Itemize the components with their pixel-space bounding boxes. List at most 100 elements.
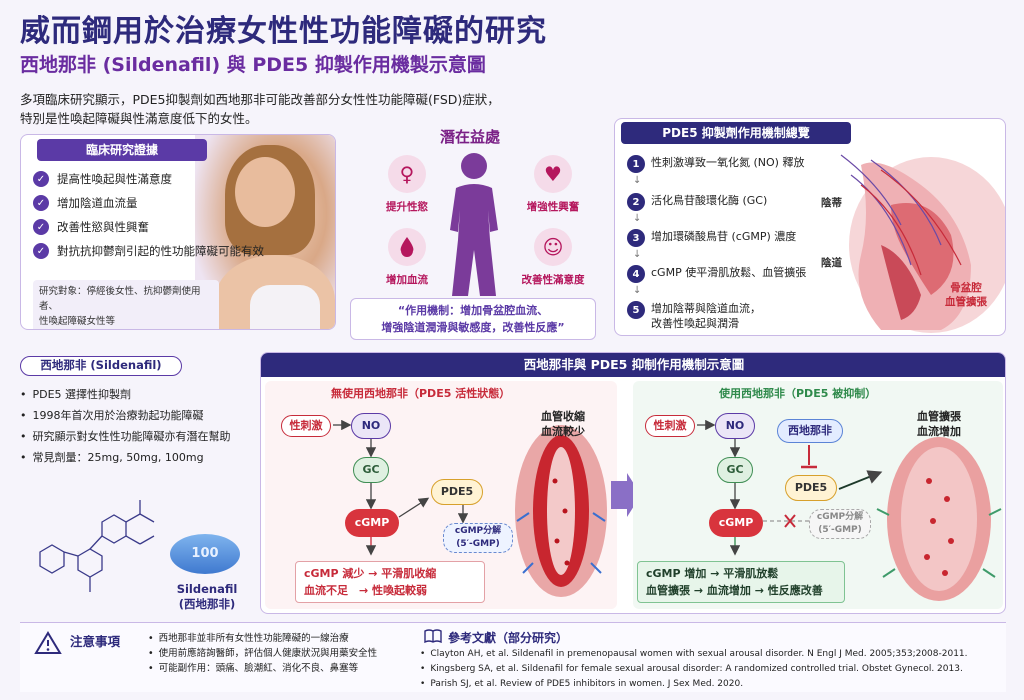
- blood-drop-icon: [388, 228, 426, 266]
- face-shape: [235, 157, 295, 227]
- mechanism-line-2: 增強陰道潤滑與敏感度，改善性反應”: [381, 321, 565, 334]
- node-pde5-inhibited: PDE5: [785, 475, 837, 501]
- left-result-box: cGMP 減少 → 平滑肌收縮 血流不足 → 性喚起較弱: [295, 561, 485, 603]
- heart-icon: ♥: [534, 155, 572, 193]
- evidence-item-label: 對抗抗抑鬱劑引起的性功能障礙可能有效: [57, 244, 264, 258]
- pelvic-label-line-2: 血管擴張: [945, 296, 987, 308]
- step-number: 4: [627, 265, 645, 283]
- list-item: 西地那非並非所有女性性功能障礙的一線治療: [148, 631, 377, 646]
- left-pathway-arrows: [333, 419, 607, 597]
- sildenafil-heading: 西地那非 (Sildenafil): [20, 356, 182, 376]
- intro-line-2: 特別是性喚起障礙與性滿意度低下的女性。: [20, 111, 258, 126]
- breakdown-line-2: (5′-GMP): [456, 539, 500, 549]
- step-text: cGMP 使平滑肌放鬆、血管擴張: [651, 266, 807, 279]
- evidence-heading: 臨床研究證據: [37, 139, 207, 161]
- node-gc: GC: [717, 457, 753, 483]
- mechanism-diagram-panel: 西地那非與 PDE5 抑制作用機制示意圖 無使用西地那非（PDE5 活性狀態） …: [260, 352, 1006, 614]
- vessel-line-1: 血管收縮: [541, 410, 585, 423]
- sildenafil-pill-icon: 100: [170, 534, 240, 574]
- list-item: Clayton AH, et al. Sildenafil in premeno…: [420, 647, 967, 662]
- references-title: 參考文獻（部分研究）: [448, 631, 569, 645]
- down-arrow-icon: ↓: [633, 175, 642, 186]
- result-line-2: 血管擴張 → 血流增加 → 性反應改善: [646, 584, 823, 597]
- vessel-line-2: 血流較少: [541, 425, 585, 438]
- benefit-satisfaction: ☺ 改善性滿意度: [508, 228, 598, 287]
- step-text: 增加環磷酸鳥苷 (cGMP) 濃度: [651, 230, 797, 243]
- node-cgmp-breakdown-blocked: cGMP分解 (5′-GMP): [809, 509, 871, 539]
- step-number: 2: [627, 193, 645, 211]
- node-pde5: PDE5: [431, 479, 483, 505]
- step-number: 5: [627, 301, 645, 319]
- right-state-title: 使用西地那非（PDE5 被抑制）: [719, 387, 877, 400]
- benefit-blood-flow: 增加血流: [362, 228, 452, 287]
- mechanism-line-1: “作用機制：增加骨盆腔血流、: [397, 304, 549, 317]
- evidence-item-label: 增加陰道血流量: [57, 196, 138, 210]
- overview-step-1: 1 性刺激導致一氧化氮 (NO) 釋放: [627, 155, 817, 173]
- vessel-dilated-label: 血管擴張 血流增加: [901, 409, 977, 439]
- benefit-label: 增強性興奮: [526, 201, 580, 213]
- step-text: 性刺激導致一氧化氮 (NO) 釋放: [651, 156, 805, 169]
- overview-step-4: 4 cGMP 使平滑肌放鬆、血管擴張: [627, 265, 817, 283]
- breakdown-line-1: cGMP分解: [454, 526, 502, 536]
- page-subtitle: 西地那非 (Sildenafil) 與 PDE5 抑製作用機製示意圖: [20, 54, 486, 76]
- check-icon: ✓: [33, 243, 49, 259]
- references-list: Clayton AH, et al. Sildenafil in premeno…: [420, 647, 968, 692]
- chemical-structure-icon: [39, 500, 155, 592]
- node-cgmp: cGMP: [709, 509, 763, 537]
- intro-line-1: 多項臨床研究顯示，PDE5抑製劑如西地那非可能改善部分女性性功能障礙(FSD)症…: [20, 92, 500, 107]
- intro-text: 多項臨床研究顯示，PDE5抑製劑如西地那非可能改善部分女性性功能障礙(FSD)症…: [20, 90, 540, 128]
- overview-heading: PDE5 抑製劑作用機制總覽: [621, 122, 851, 144]
- evidence-item-label: 改善性慾與性興奮: [57, 220, 149, 234]
- list-item: 使用前應諮詢醫師，評估個人健康狀況與用藥安全性: [148, 646, 378, 661]
- benefit-label: 改善性滿意度: [521, 274, 585, 286]
- list-item: 常見劑量：25mg, 50mg, 100mg: [20, 449, 231, 470]
- check-icon: ✓: [33, 219, 49, 235]
- list-item: Parish SJ, et al. Review of PDE5 inhibit…: [420, 677, 968, 692]
- warning-icon: [34, 631, 62, 654]
- result-line-2: 血流不足 → 性喚起較弱: [304, 584, 428, 597]
- list-item: ✓ 增加陰道血流量: [33, 191, 233, 215]
- page-title: 威而鋼用於治療女性性功能障礙的研究: [20, 14, 547, 49]
- mechanism-summary-box: “作用機制：增加骨盆腔血流、 增強陰道潤滑與敏感度，改善性反應”: [350, 298, 596, 340]
- benefit-label: 增加血流: [386, 274, 428, 286]
- note-line-1: 研究對象：停經後女性、抗抑鬱劑使用者、: [39, 286, 201, 312]
- benefit-arousal: ♥ 增強性興奮: [508, 155, 598, 214]
- right-pathway-arrows: [697, 419, 1002, 601]
- book-icon: [424, 629, 442, 643]
- vessel-constricted-illustration: [515, 425, 607, 597]
- right-result-box: cGMP 增加 → 平滑肌放鬆 血管擴張 → 血流增加 → 性反應改善: [637, 561, 845, 603]
- overview-step-3: 3 增加環磷酸鳥苷 (cGMP) 濃度: [627, 229, 817, 247]
- tank-top-shape: [250, 285, 320, 329]
- check-icon: ✓: [33, 195, 49, 211]
- node-gc: GC: [353, 457, 389, 483]
- without-sildenafil-panel: 無使用西地那非（PDE5 活性狀態） 性刺激 NO GC cGMP PDE: [265, 381, 617, 609]
- note-line-2: 性喚起障礙女性等: [39, 316, 116, 327]
- breakdown-line-1: cGMP分解: [816, 512, 864, 522]
- warnings-list: 西地那非並非所有女性性功能障礙的一線治療 使用前應諮詢醫師，評估個人健康狀況與用…: [148, 631, 378, 676]
- node-cgmp: cGMP: [345, 509, 399, 537]
- vessel-line-2: 血流增加: [917, 425, 961, 438]
- breakdown-line-2: (5′-GMP): [818, 525, 862, 535]
- warnings-title: 注意事項: [70, 634, 121, 649]
- sildenafil-facts-list: PDE5 選擇性抑製劑 1998年首次用於治療勃起功能障礙 研究顯示對女性性功能…: [20, 386, 231, 470]
- step-number: 1: [627, 155, 645, 173]
- pelvic-label-line-1: 骨盆腔: [950, 282, 982, 294]
- footer-panel: 注意事項 西地那非並非所有女性性功能障礙的一線治療 使用前應諮詢醫師，評估個人健…: [20, 622, 1006, 692]
- label-clitoris: 陰蒂: [821, 197, 842, 209]
- body-silhouette-icon: [450, 153, 498, 296]
- pelvic-anatomy-illustration: [840, 154, 1005, 333]
- step-number: 3: [627, 229, 645, 247]
- down-arrow-icon: ↓: [633, 249, 642, 260]
- benefit-label: 提升性慾: [386, 201, 428, 213]
- list-item: 1998年首次用於治療勃起功能障礙: [20, 407, 231, 428]
- vessel-line-1: 血管擴張: [917, 410, 961, 423]
- node-stimulus: 性刺激: [645, 415, 695, 437]
- list-item: Kingsberg SA, et al. Sildenafil for fema…: [420, 662, 968, 677]
- node-no: NO: [351, 413, 391, 439]
- list-item: 研究顯示對女性性功能障礙亦有潛在幫助: [20, 428, 231, 449]
- vessel-dilated-illustration: [876, 437, 1002, 601]
- sildenafil-name: Sildenafil (西地那非): [162, 582, 252, 612]
- check-icon: ✓: [33, 171, 49, 187]
